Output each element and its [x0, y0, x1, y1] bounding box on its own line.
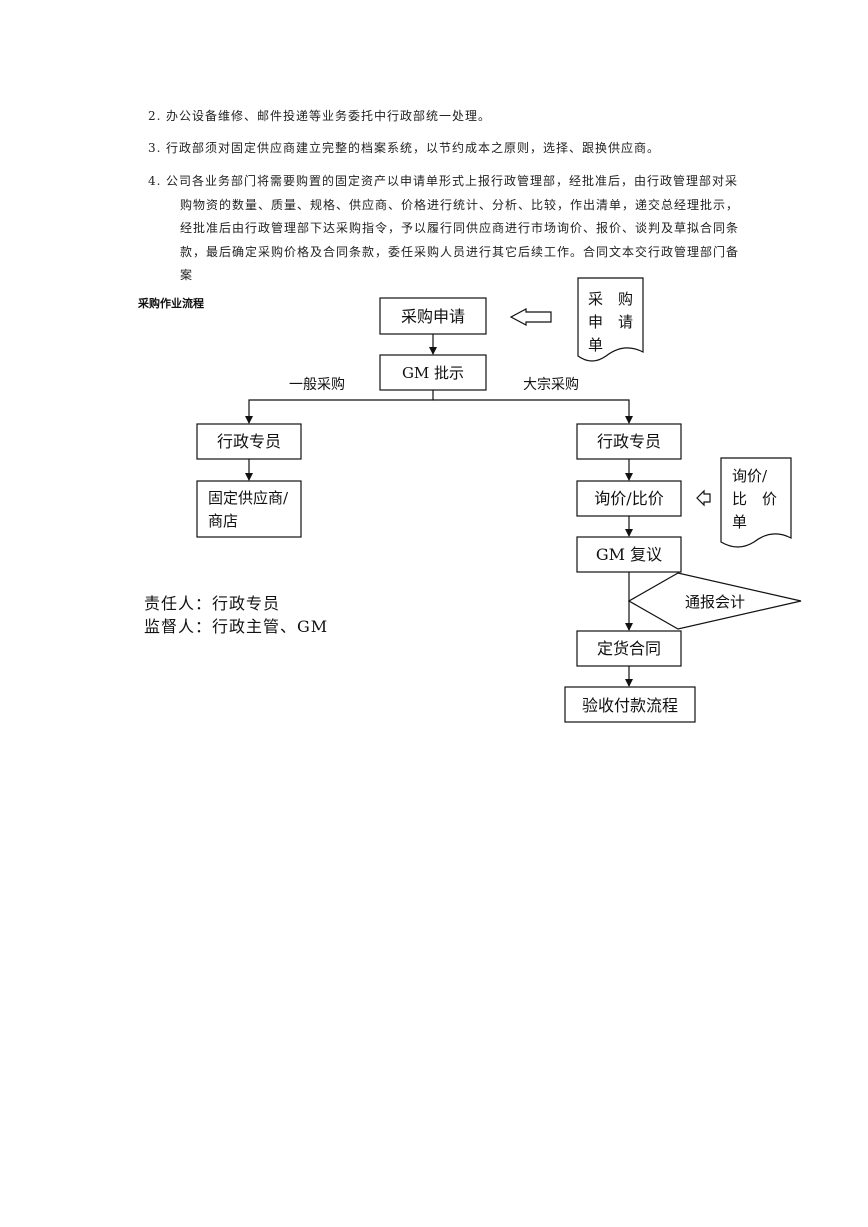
paragraph-number: 4. — [148, 174, 162, 188]
node-inquiry-compare: 询价/比价 — [576, 480, 682, 517]
arrow-gm-to-admin-right — [433, 399, 633, 424]
arrow-gm-to-admin-left — [245, 390, 434, 424]
node-order-contract: 定货合同 — [576, 630, 682, 667]
label-general-purchase: 一般采购 — [289, 377, 345, 393]
responsible-person: 责任人：行政专员 — [144, 594, 281, 613]
node-label: 询价/比价 — [594, 489, 663, 508]
node-label: 验收付款流程 — [582, 696, 678, 715]
node-request-document: 采 购 申 请 单 — [577, 277, 644, 362]
doc-line: 采 购 — [588, 290, 633, 308]
node-label: 行政专员 — [217, 432, 281, 451]
node-label: 采购申请 — [401, 307, 465, 326]
node-gm-approval: GM 批示 — [379, 354, 487, 391]
paragraph-3: 3. 行政部须对固定供应商建立完整的档案系统，以节约成本之原则，选择、跟换供应商… — [148, 137, 748, 161]
node-label: 行政专员 — [597, 432, 661, 451]
node-inquiry-document: 询价/ 比 价 单 — [720, 457, 792, 548]
paragraph-text: 办公设备维修、邮件投递等业务委托中行政部统一处理。 — [166, 109, 492, 123]
paragraph-text: 公司各业务部门将需要购置的固定资产以申请单形式上报行政管理部，经批准后，由行政管… — [166, 174, 740, 282]
paragraph-4: 4. 公司各业务部门将需要购置的固定资产以申请单形式上报行政管理部，经批准后，由… — [148, 170, 748, 288]
doc-line: 申 请 — [588, 313, 633, 331]
node-purchase-request: 采购申请 — [379, 297, 487, 335]
doc-line: 询价/ — [732, 467, 768, 485]
supervisor: 监督人：行政主管、GM — [144, 617, 329, 636]
doc-line: 单 — [732, 513, 747, 531]
node-notify-accounting: 通报会计 — [627, 572, 802, 630]
node-fixed-supplier: 固定供应商/ 商店 — [196, 480, 302, 538]
doc-line: 比 价 — [732, 490, 777, 508]
node-label-line: 商店 — [208, 512, 238, 530]
node-label-line: 固定供应商/ — [208, 489, 289, 507]
node-label: GM 批示 — [402, 364, 464, 382]
hollow-arrow-small-icon — [696, 489, 711, 507]
paragraph-number: 2. — [148, 109, 162, 123]
node-acceptance-payment: 验收付款流程 — [564, 686, 696, 723]
node-gm-review: GM 复议 — [576, 536, 682, 573]
node-label: 定货合同 — [597, 639, 661, 658]
label-bulk-purchase: 大宗采购 — [523, 377, 579, 393]
doc-line: 单 — [588, 336, 603, 354]
paragraph-text: 行政部须对固定供应商建立完整的档案系统，以节约成本之原则，选择、跟换供应商。 — [166, 141, 661, 155]
node-admin-left: 行政专员 — [196, 423, 302, 460]
node-admin-right: 行政专员 — [576, 423, 682, 460]
section-title: 采购作业流程 — [138, 297, 204, 310]
paragraph-2: 2. 办公设备维修、邮件投递等业务委托中行政部统一处理。 — [148, 105, 748, 129]
node-label: GM 复议 — [596, 545, 662, 564]
node-label: 通报会计 — [685, 593, 745, 611]
paragraph-number: 3. — [148, 141, 162, 155]
hollow-arrow-left-icon — [509, 308, 552, 326]
